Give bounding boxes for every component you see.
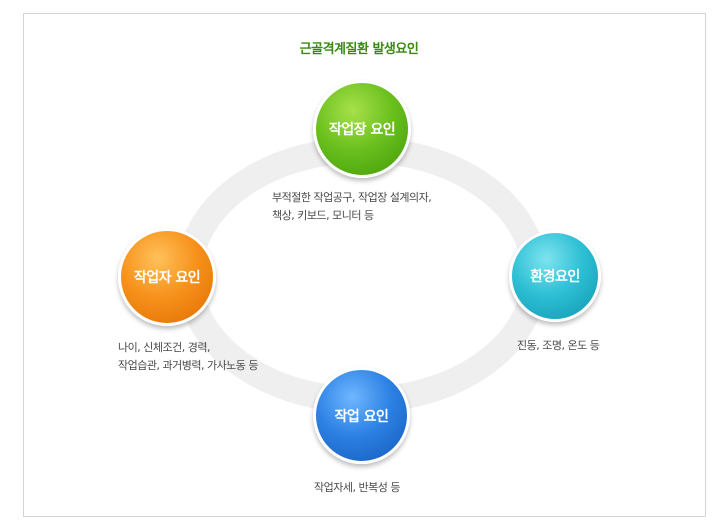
- workplace-factor-line-1: 부적절한 작업공구, 작업장 설계의자,: [272, 191, 432, 204]
- node-workplace-factor: 작업장 요인: [313, 80, 411, 178]
- node-worker-factor: 작업자 요인: [118, 228, 216, 326]
- node-environment-factor-label: 환경요인: [530, 269, 580, 285]
- diagram-title: 근골격계질환 발생요인: [299, 42, 419, 57]
- worker-factor-line-1: 나이, 신체조건, 경력,: [118, 341, 210, 354]
- node-task-factor-label: 작업 요인: [334, 408, 389, 425]
- workplace-factor-description: 부적절한 작업공구, 작업장 설계의자, 책상, 키보드, 모니터 등: [272, 189, 432, 225]
- environment-factor-line-1: 진동, 조명, 온도 등: [517, 339, 600, 352]
- task-factor-line-1: 작업자세, 반복성 등: [314, 481, 400, 494]
- worker-factor-line-2: 작업습관, 과거병력, 가사노동 등: [118, 359, 259, 372]
- environment-factor-description: 진동, 조명, 온도 등: [517, 337, 600, 355]
- workplace-factor-line-2: 책상, 키보드, 모니터 등: [272, 209, 374, 222]
- node-workplace-factor-label: 작업장 요인: [328, 122, 396, 138]
- task-factor-description: 작업자세, 반복성 등: [314, 479, 400, 497]
- node-worker-factor-label: 작업자 요인: [133, 270, 201, 286]
- worker-factor-description: 나이, 신체조건, 경력, 작업습관, 과거병력, 가사노동 등: [118, 339, 259, 375]
- node-task-factor: 작업 요인: [313, 367, 410, 464]
- node-environment-factor: 환경요인: [509, 230, 601, 322]
